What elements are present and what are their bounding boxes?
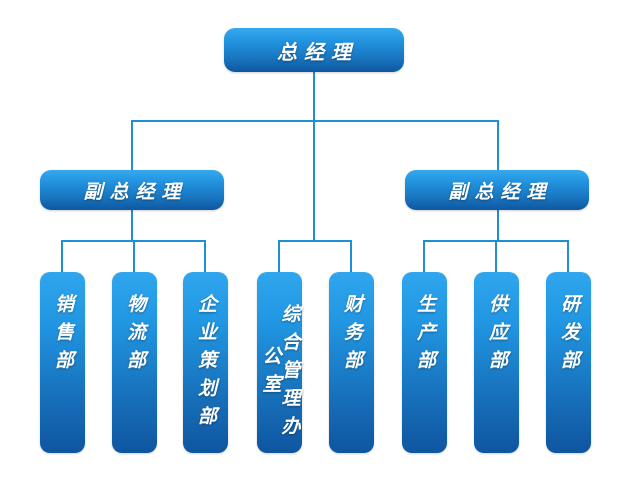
node-enterprise-planning-department-label: 企业策划部 [195, 294, 217, 434]
connector-right-group-stem [497, 210, 499, 241]
node-general-management-office-label: 综合管理办公室 [259, 303, 301, 444]
node-logistics-department[interactable]: 物流部 [112, 272, 157, 453]
connector-root-stem [313, 72, 315, 122]
node-sales-department[interactable]: 销售部 [40, 272, 85, 453]
connector-leaf-4-drop [350, 240, 352, 273]
connector-deputy-right-drop [497, 120, 499, 171]
node-general-manager[interactable]: 总经理 [224, 28, 404, 72]
connector-leaf-7-drop [567, 240, 569, 273]
connector-deputy-left-drop [131, 120, 133, 171]
connector-leaf-0-drop [61, 240, 63, 273]
node-general-management-office[interactable]: 综合管理办公室 [257, 272, 302, 453]
connector-leaf-1-drop [133, 240, 135, 273]
node-finance-department[interactable]: 财务部 [329, 272, 374, 453]
node-enterprise-planning-department[interactable]: 企业策划部 [183, 272, 228, 453]
connector-level2-bus [131, 120, 499, 122]
node-sales-department-label: 销售部 [52, 294, 74, 378]
connector-leaf-2-drop [204, 240, 206, 273]
node-deputy-right-label: 副总经理 [448, 180, 553, 203]
node-general-manager-label: 总经理 [277, 39, 358, 64]
node-deputy-general-manager-right[interactable]: 副总经理 [405, 170, 589, 210]
node-production-department[interactable]: 生产部 [402, 272, 447, 453]
node-production-department-label: 生产部 [414, 294, 436, 378]
connector-left-group-stem [131, 210, 133, 241]
node-supply-department-label: 供应部 [486, 294, 508, 378]
connector-middle-group-bus [278, 240, 352, 242]
connector-leaf-3-drop [278, 240, 280, 273]
node-deputy-left-label: 副总经理 [83, 180, 188, 203]
node-rnd-department[interactable]: 研发部 [546, 272, 591, 453]
connector-center-stem [313, 120, 315, 241]
node-deputy-general-manager-left[interactable]: 副总经理 [40, 170, 224, 210]
node-rnd-department-label: 研发部 [558, 294, 580, 378]
connector-leaf-5-drop [423, 240, 425, 273]
connector-leaf-6-drop [495, 240, 497, 273]
node-logistics-department-label: 物流部 [124, 294, 146, 378]
node-finance-department-label: 财务部 [341, 294, 363, 378]
node-supply-department[interactable]: 供应部 [474, 272, 519, 453]
